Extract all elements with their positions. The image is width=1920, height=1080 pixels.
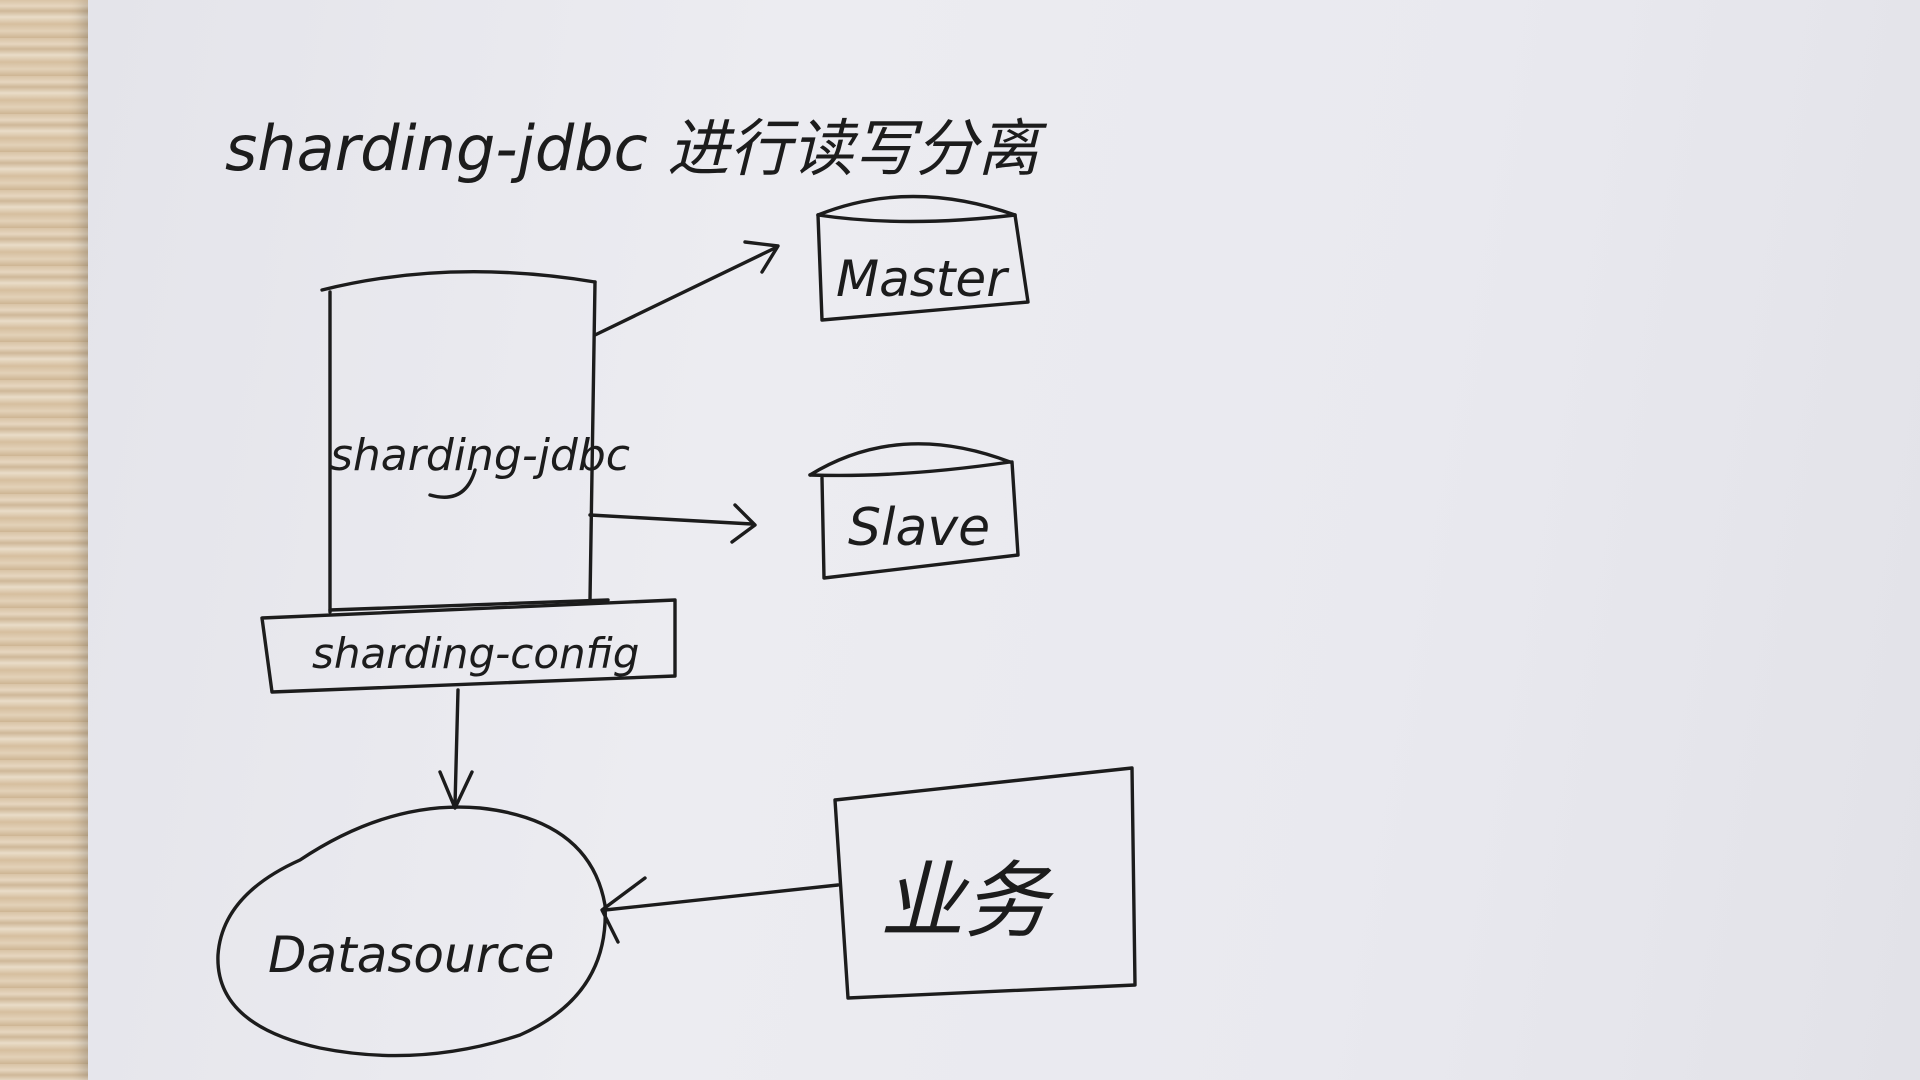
diagram-title: sharding-jdbc 进行读写分离 [225,112,1047,185]
business-label: 业务 [880,852,1054,950]
slave-cylinder-cap-lower [808,460,1012,478]
sharding-config-node: sharding-config [260,598,677,694]
master-label: Master [836,250,1010,308]
sharding-jdbc-top-edge [320,270,597,292]
business-node: 业务 [833,766,1137,1000]
slave-cylinder-cap [808,442,1012,477]
sharding-config-label: sharding-config [312,629,639,678]
arrow-config-to-datasource [438,688,474,810]
arrow-jdbc-to-master [593,240,780,337]
sharding-jdbc-underline-stroke [428,468,477,499]
paper-sheet [88,0,1920,1080]
master-cylinder-body [816,213,1030,322]
datasource-node: Datasource [216,805,607,1058]
sharding-jdbc-node: sharding-jdbc [320,270,630,614]
master-node: Master [816,194,1030,322]
arrow-business-to-datasource [600,876,840,944]
arrow-jdbc-to-slave [588,503,757,544]
master-cylinder-cap-lower [816,213,1017,224]
sharding-jdbc-label: sharding-jdbc [330,430,630,481]
slave-label: Slave [848,498,990,558]
sharding-config-box [260,598,677,694]
sharding-config-top-line [328,598,610,612]
business-box [833,766,1137,1000]
datasource-ellipse [216,805,607,1058]
slave-cylinder-body [820,460,1020,580]
master-cylinder-cap [816,194,1017,217]
datasource-label: Datasource [268,926,555,984]
slave-node: Slave [808,442,1020,580]
